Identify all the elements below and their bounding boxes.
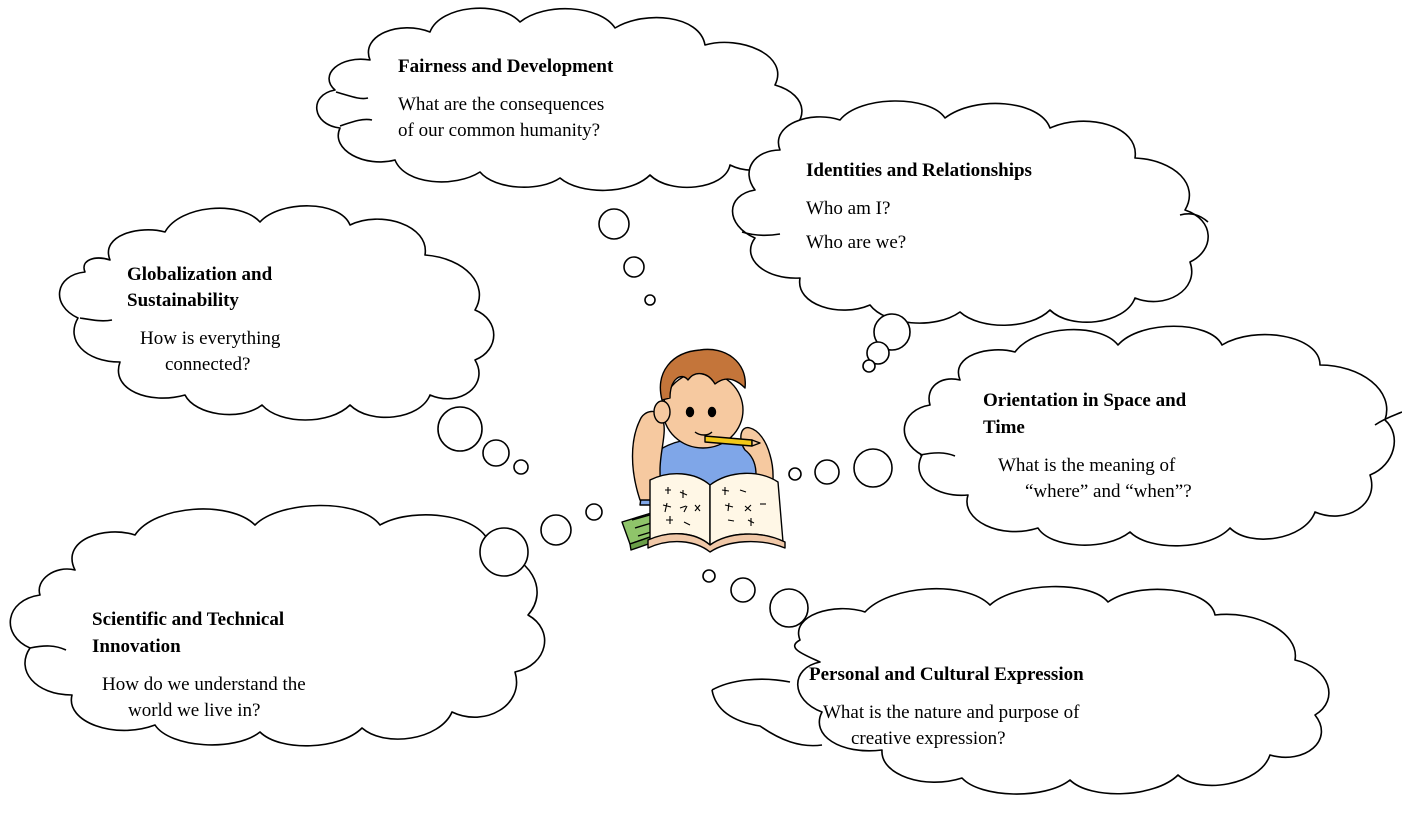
cloud-globalization-title-1: Sustainability (127, 290, 239, 311)
cloud-personal-question-0: What is the nature and purpose of (823, 702, 1080, 723)
cloud-globalization: Globalization and Sustainability How is … (58, 205, 495, 421)
cloud-globalization-shape (58, 205, 495, 421)
cloud-fairness-shape (316, 7, 803, 192)
student-mouth (694, 431, 713, 436)
cloud-fairness-crease (335, 91, 369, 100)
cloud-orientation-title-0: Orientation in Space and (983, 390, 1187, 411)
cloud-globalization-question-1: connected? (165, 354, 250, 375)
cloud-scientific-question-1: world we live in? (128, 700, 260, 721)
cloud-orientation-crease (919, 452, 956, 457)
cloud-personal-crease (711, 678, 791, 691)
thought-bubble (479, 527, 529, 577)
cloud-orientation-text: Orientation in Space and Time What is th… (983, 390, 1192, 502)
bubble-trail-scientific (479, 503, 603, 577)
cloud-fairness-text: Fairness and Development What are the co… (398, 56, 617, 141)
cloud-scientific-title-1: Innovation (92, 636, 181, 657)
student-eye (685, 406, 695, 418)
cloud-orientation-question-0: What is the meaning of (998, 455, 1176, 476)
cloud-orientation-question-1: “where” and “when”? (1025, 481, 1192, 502)
thought-bubble (540, 514, 572, 546)
cloud-globalization-text: Globalization and Sustainability How is … (127, 264, 284, 375)
cloud-identities-title-0: Identities and Relationships (806, 160, 1032, 181)
cloud-identities-crease (741, 231, 781, 237)
student-hair (659, 348, 746, 401)
cloud-fairness-question-0: What are the consequences (398, 94, 604, 115)
cloud-identities-shape (731, 100, 1209, 327)
thought-bubble (513, 459, 529, 475)
cloud-identities-crease (1179, 213, 1209, 223)
thought-bubble (644, 294, 656, 306)
cloud-fairness: Fairness and Development What are the co… (316, 7, 803, 192)
cloud-fairness-crease (339, 118, 373, 127)
cloud-orientation-crease (1374, 411, 1402, 426)
cloud-scientific-question-0: How do we understand the (102, 674, 306, 695)
thought-bubble (437, 406, 483, 452)
cloud-scientific: Scientific and Technical Innovation How … (9, 504, 546, 747)
cloud-globalization-crease (79, 317, 113, 322)
thought-bubble (702, 569, 716, 583)
cloud-personal-shape (793, 585, 1330, 795)
bubble-trail-globalization (437, 406, 529, 475)
cloud-scientific-shape (9, 504, 546, 747)
cloud-identities-question-0: Who am I? (806, 198, 890, 219)
cloud-identities-question-1: Who are we? (806, 232, 906, 253)
cloud-personal-title-0: Personal and Cultural Expression (809, 664, 1084, 685)
bubble-trail-fairness (598, 208, 656, 306)
pencil-icon (704, 435, 761, 447)
thought-bubble (482, 439, 510, 467)
cloud-globalization-title-0: Globalization and (127, 264, 273, 285)
cloud-scientific-crease (29, 645, 67, 651)
thought-bubble (814, 459, 840, 485)
cloud-globalization-question-0: How is everything (140, 328, 281, 349)
cloud-personal-crease (711, 689, 823, 747)
cloud-orientation-title-1: Time (983, 417, 1025, 438)
thought-bubble (598, 208, 630, 240)
cloud-orientation-shape (903, 325, 1396, 547)
cloud-personal-question-1: creative expression? (851, 728, 1006, 749)
thought-bubble (873, 313, 911, 351)
cloud-orientation: Orientation in Space and Time What is th… (903, 325, 1402, 547)
thought-bubble (730, 577, 756, 603)
student-eye (707, 406, 717, 418)
student-thinking-clipart (621, 348, 786, 553)
student-head (662, 371, 744, 449)
cloud-personal-text: Personal and Cultural Expression What is… (809, 664, 1088, 749)
cloud-identities: Identities and Relationships Who am I? W… (731, 100, 1209, 327)
cloud-personal: Personal and Cultural Expression What is… (711, 585, 1330, 795)
bubble-trail-identities (862, 313, 911, 373)
cloud-fairness-title-0: Fairness and Development (398, 56, 614, 77)
thought-bubble (866, 341, 890, 365)
cloud-scientific-text: Scientific and Technical Innovation How … (92, 609, 310, 721)
thought-bubble (862, 359, 876, 373)
thought-bubble (769, 588, 809, 628)
student-ear (653, 400, 671, 424)
thought-bubble (788, 467, 802, 481)
cloud-fairness-question-1: of our common humanity? (398, 120, 600, 141)
bubble-trail-personal (702, 569, 809, 628)
bubble-trail-orientation (788, 448, 893, 488)
thought-bubble (585, 503, 603, 521)
thought-bubble (623, 256, 645, 278)
open-book-icon (647, 472, 786, 553)
cloud-scientific-title-0: Scientific and Technical (92, 609, 284, 630)
thought-bubble (853, 448, 893, 488)
cloud-identities-text: Identities and Relationships Who am I? W… (806, 160, 1036, 253)
